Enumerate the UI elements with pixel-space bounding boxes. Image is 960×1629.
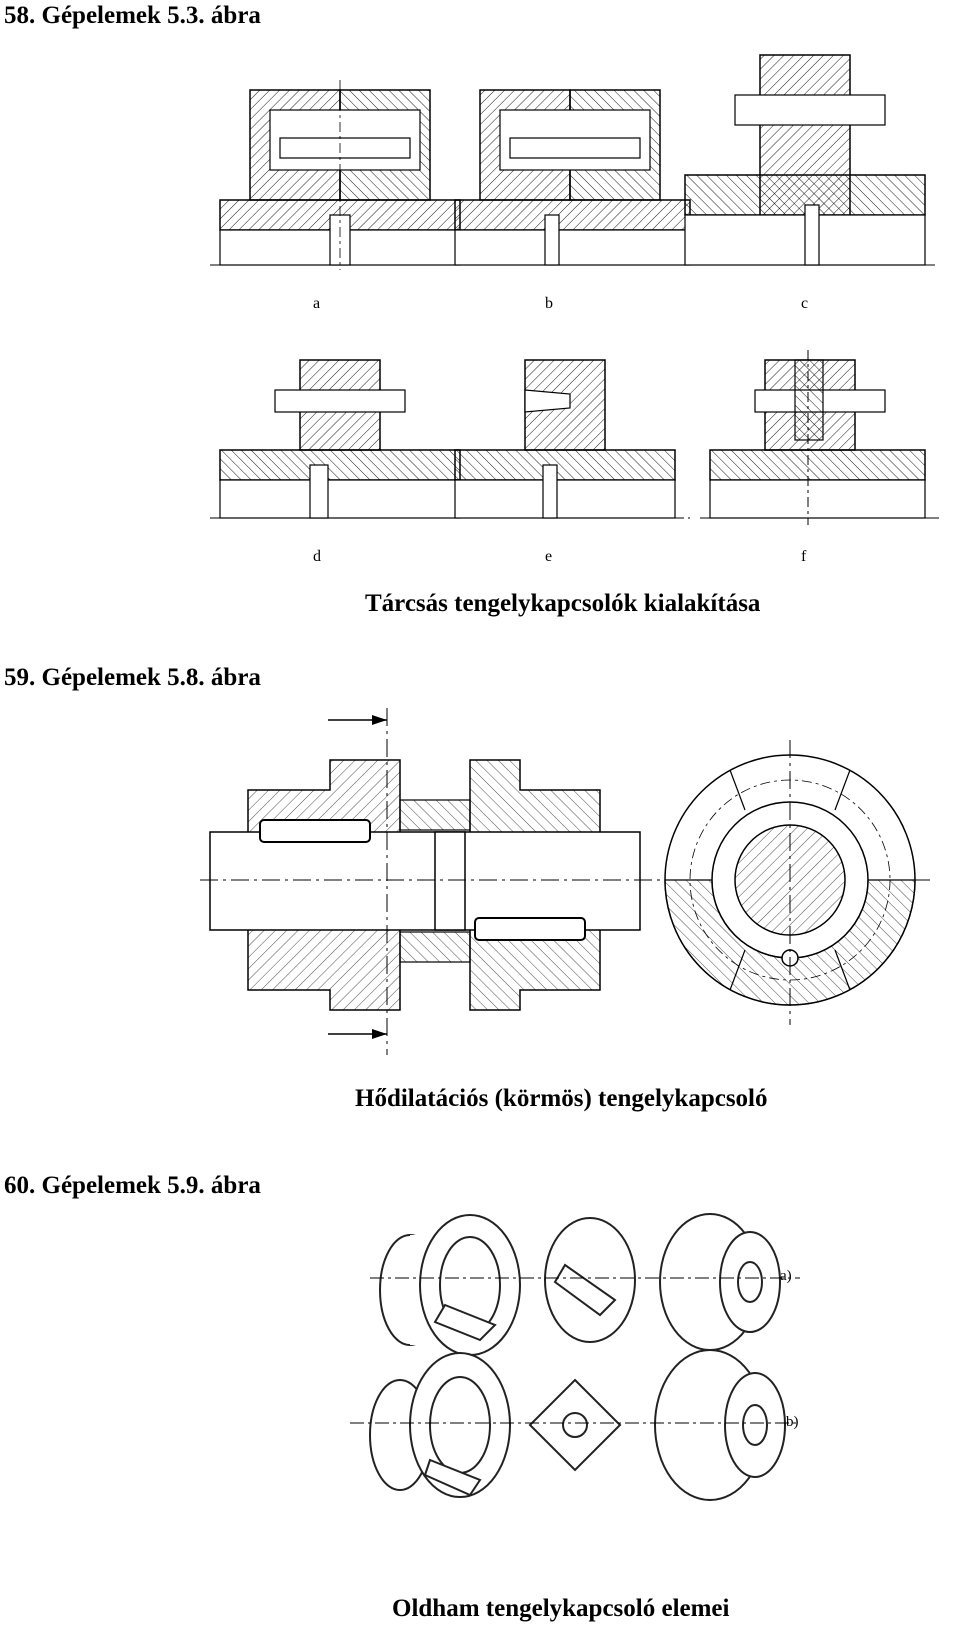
label-d: d	[313, 548, 321, 565]
label-c: c	[801, 295, 808, 312]
oldham-coupling-figure: a) b)	[350, 1213, 800, 1501]
figure1-caption: Tárcsás tengelykapcsolók kialakítása	[365, 590, 761, 617]
coupling-c-drawing	[675, 54, 935, 266]
coupling-b-drawing	[445, 89, 705, 266]
disc-couplings-figure: a b c d e f	[210, 54, 940, 565]
coupling-e-drawing	[445, 359, 690, 519]
label-b-part: b)	[786, 1414, 799, 1430]
claw-coupling-figure	[200, 708, 930, 1055]
coupling-d-drawing	[210, 359, 480, 519]
figure3-caption: Oldham tengelykapcsoló elemei	[392, 1595, 730, 1622]
heading-60: 60. Gépelemek 5.9. ábra	[4, 1172, 261, 1199]
heading-59: 59. Gépelemek 5.8. ábra	[4, 664, 261, 691]
heading-58: 58. Gépelemek 5.3. ábra	[4, 2, 261, 29]
label-f: f	[801, 548, 807, 565]
label-a-part: a)	[780, 1268, 792, 1284]
coupling-f-drawing	[700, 350, 940, 525]
label-e: e	[545, 548, 552, 565]
label-a: a	[313, 295, 320, 312]
coupling-a-drawing	[210, 80, 480, 270]
label-b: b	[545, 295, 553, 312]
figure2-caption: Hődilatációs (körmös) tengelykapcsoló	[355, 1085, 768, 1112]
